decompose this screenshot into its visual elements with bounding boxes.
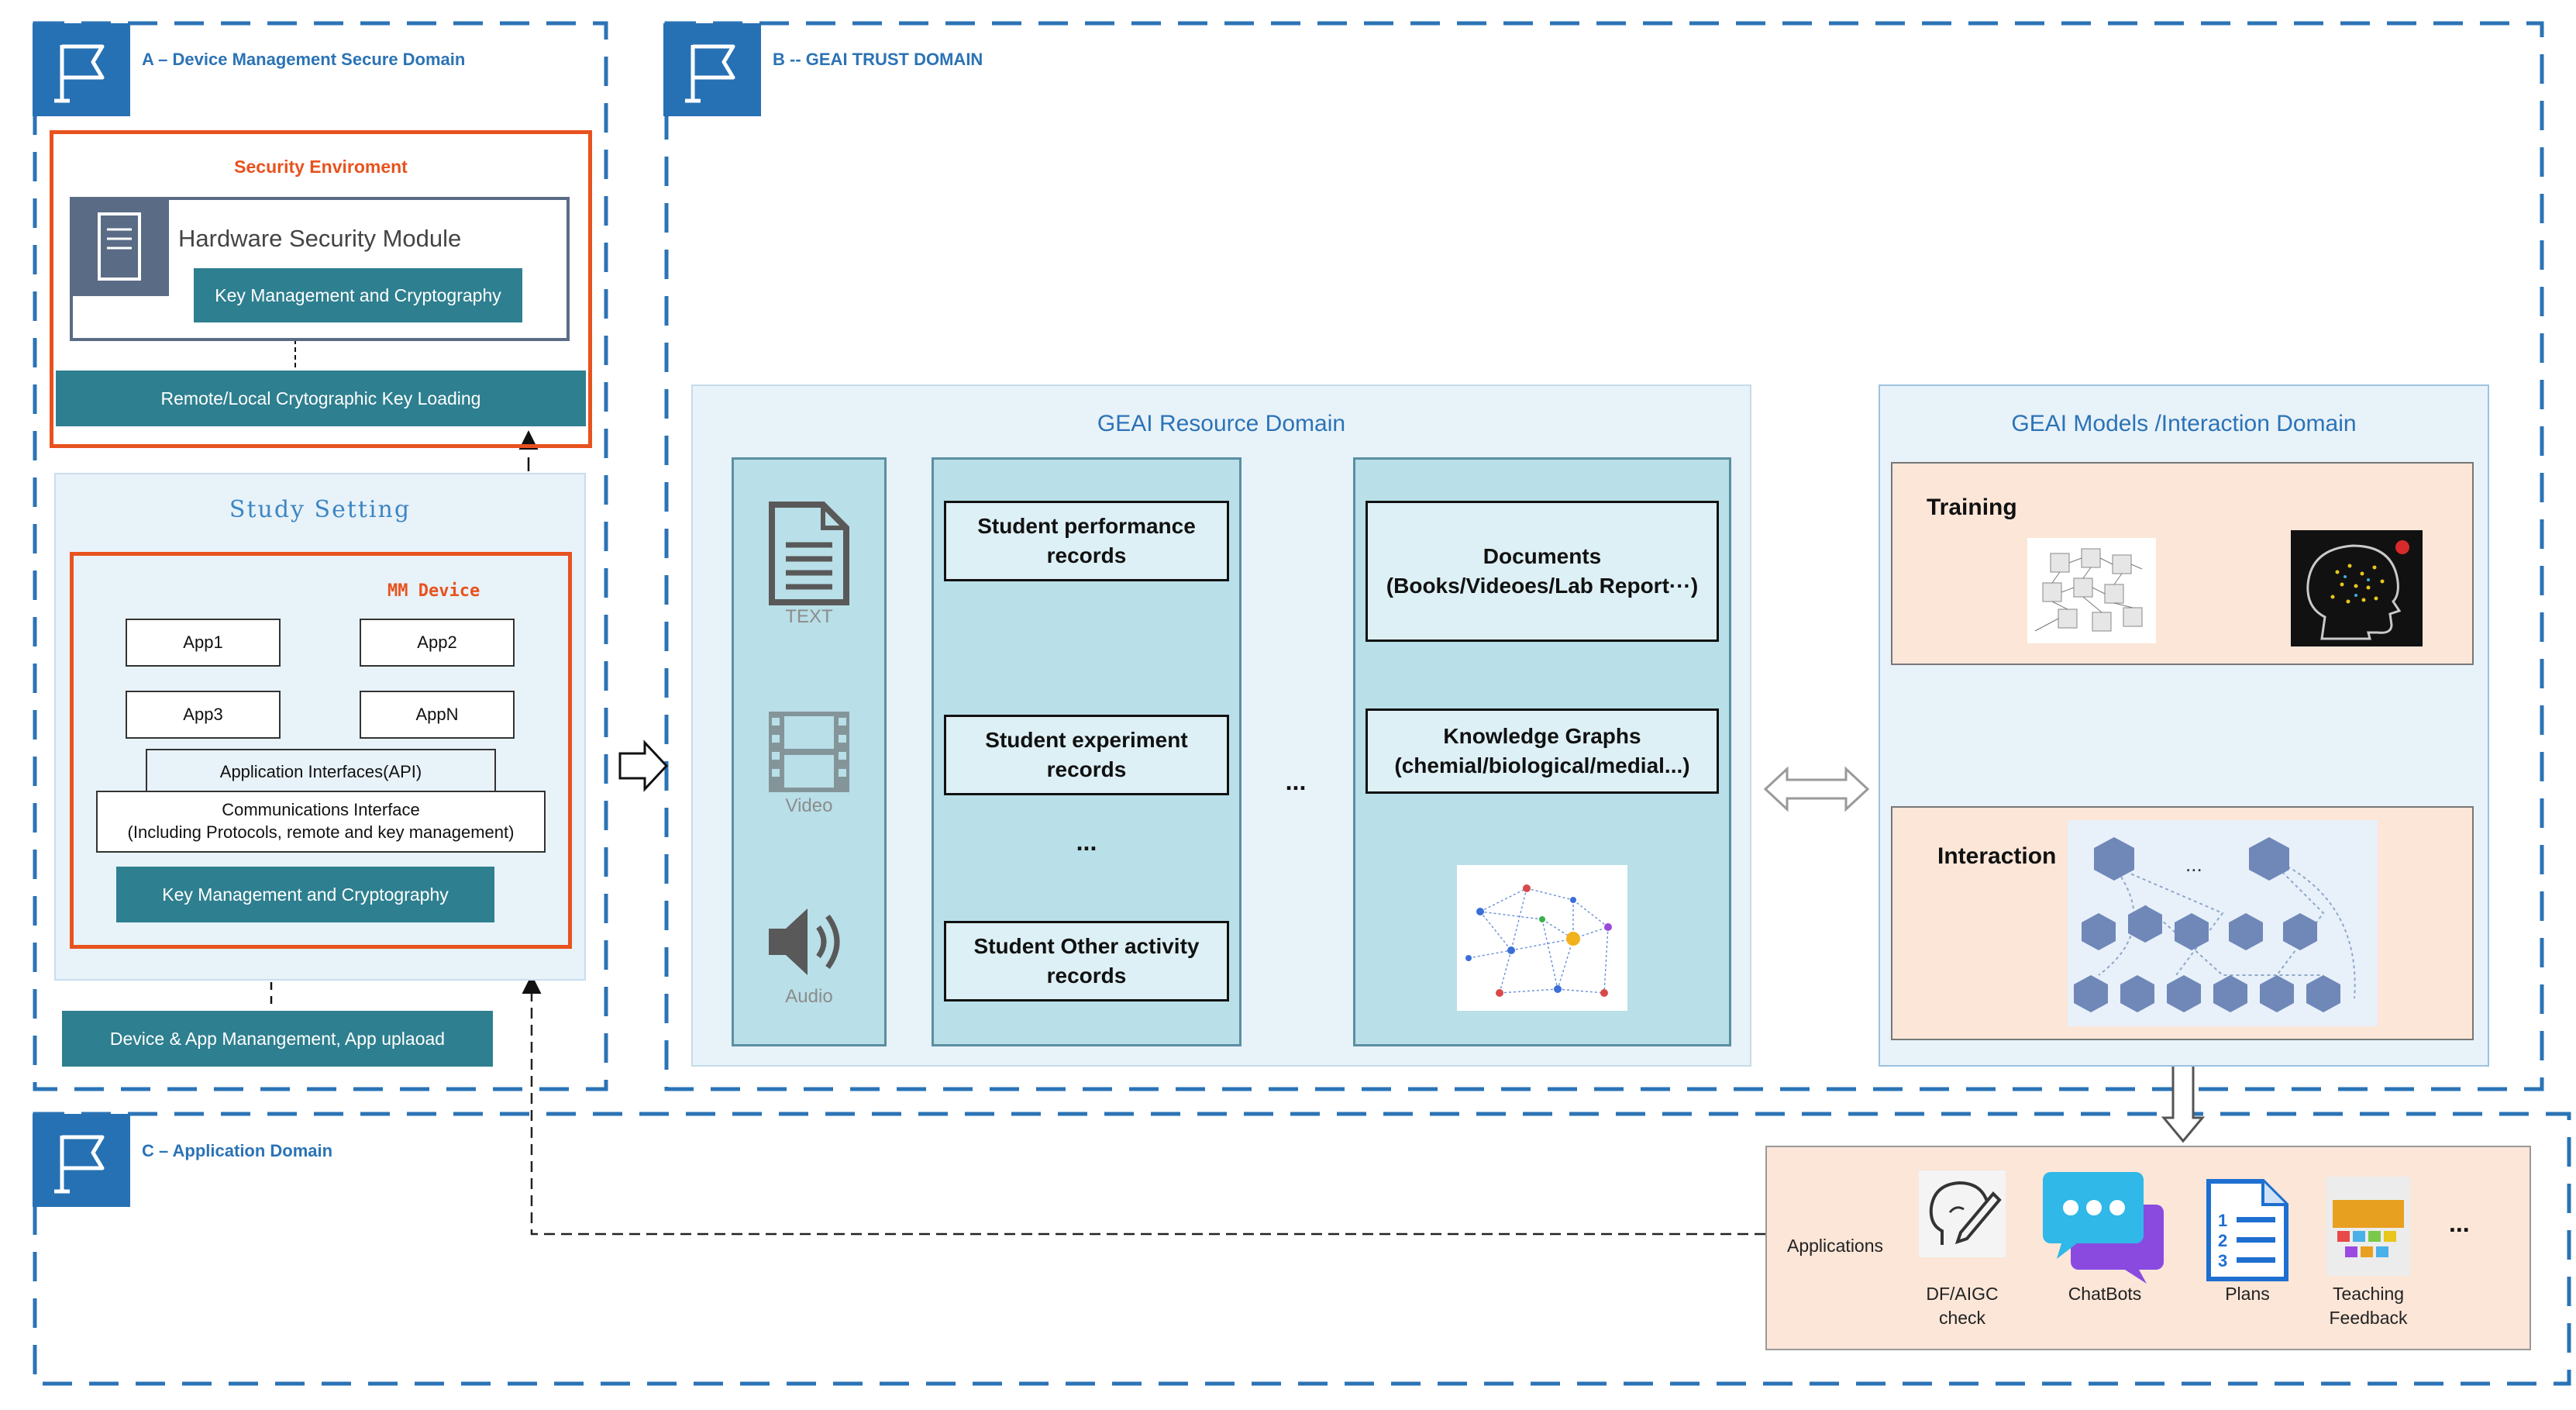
app-caption-line: ChatBots [2068, 1284, 2142, 1304]
documents-line: Documents [1483, 544, 1602, 569]
device-app-management: Device & App Manangement, App uplaoad [62, 1011, 493, 1067]
mm-device-title: MM Device [387, 581, 480, 601]
key-loading-bar: Remote/Local Crytographic Key Loading [56, 371, 586, 426]
middle-ellipsis: ... [1285, 767, 1307, 795]
interaction-label: Interaction [1937, 843, 2057, 869]
server-icon [70, 197, 169, 296]
svg-text:3: 3 [2218, 1251, 2227, 1270]
feedback-board-icon [2326, 1177, 2410, 1276]
interaction-network-icon: ... [2068, 820, 2378, 1026]
media-caption: Audio [785, 986, 833, 1007]
app-box: App1 [126, 619, 281, 667]
app-caption: DF/AIGC check [1899, 1282, 2026, 1330]
record-box: Student Other activity records [944, 921, 1229, 1001]
kg-line: (chemial/biological/medial...) [1394, 753, 1690, 777]
app-caption: Teaching Feedback [2305, 1282, 2432, 1330]
ai-head-icon [2291, 530, 2423, 646]
app-caption: Plans [2184, 1282, 2311, 1306]
security-environment [50, 130, 592, 448]
models-domain-title: GEAI Models /Interaction Domain [2011, 411, 2357, 436]
study-setting-title: Study Setting [229, 496, 412, 523]
comm-line-2: (Including Protocols, remote and key man… [127, 822, 515, 842]
device-key-management: Key Management and Cryptography [116, 867, 494, 922]
network-graph-icon [1457, 865, 1627, 1011]
domain-a-label: A – Device Management Secure Domain [142, 50, 466, 69]
communications-interface: Communications Interface (Including Prot… [96, 791, 546, 853]
app-box: App3 [126, 691, 281, 739]
kg-line: Knowledge Graphs [1443, 724, 1641, 749]
records-ellipsis: ... [1076, 828, 1097, 856]
record-line: records [1046, 757, 1127, 781]
hollow-right-arrow [618, 739, 669, 792]
app-caption-line: Feedback [2329, 1308, 2408, 1329]
app-box: AppN [360, 691, 515, 739]
domain-a-border [33, 21, 608, 1091]
interaction-ellipsis: ... [2185, 853, 2202, 876]
app-caption-line: DF/AIGC [1926, 1284, 1999, 1304]
flag-icon [33, 1114, 130, 1207]
record-box: Student performance records [944, 501, 1229, 581]
app-caption: ChatBots [2041, 1282, 2168, 1306]
domain-b-border [664, 21, 2544, 1091]
pen-head-icon [1919, 1170, 2006, 1257]
app-caption-line: check [1938, 1308, 1986, 1329]
applications-ellipsis: ... [2449, 1209, 2470, 1237]
chat-bubbles-icon [2038, 1169, 2170, 1285]
media-caption: TEXT [785, 606, 833, 627]
documents-box: Documents (Books/Videoes/Lab Report···) [1365, 501, 1719, 642]
svg-text:1: 1 [2218, 1211, 2227, 1230]
film-icon [763, 705, 856, 798]
app-caption-line: Plans [2225, 1284, 2270, 1304]
flag-icon [33, 23, 130, 116]
media-caption: Video [785, 795, 833, 816]
training-label: Training [1927, 495, 2017, 520]
knowledge-graph-box: Knowledge Graphs (chemial/biological/med… [1365, 708, 1719, 794]
flag-icon [663, 23, 761, 116]
applications-label: Applications [1787, 1236, 1884, 1256]
api-box: Application Interfaces(API) [146, 749, 496, 795]
document-icon [764, 500, 854, 608]
mm-device [70, 552, 572, 949]
record-line: Student Other activity [973, 934, 1200, 959]
app-caption-line: Teaching [2332, 1284, 2405, 1304]
documents-line: (Books/Videoes/Lab Report···) [1386, 574, 1699, 598]
security-environment-title: Security Enviroment [234, 157, 408, 177]
hsm-title: Hardware Security Module [178, 225, 462, 252]
domain-c-border [33, 1112, 2571, 1386]
comm-line-1: Communications Interface [222, 800, 420, 820]
record-box: Student experiment records [944, 715, 1229, 795]
speaker-icon [763, 899, 856, 984]
domain-c-label: C – Application Domain [142, 1141, 333, 1160]
hsm-key-management: Key Management and Cryptography [194, 268, 522, 322]
svg-text:2: 2 [2218, 1231, 2227, 1250]
record-line: Student performance [977, 514, 1196, 539]
resource-domain-title: GEAI Resource Domain [1097, 411, 1346, 436]
record-line: records [1046, 964, 1127, 988]
applications-feedback-path [522, 974, 1765, 1236]
record-line: records [1046, 543, 1127, 567]
record-line: Student experiment [985, 728, 1188, 753]
neural-cubes-icon [2027, 538, 2156, 643]
app-box: App2 [360, 619, 515, 667]
domain-b-label: B -- GEAI TRUST DOMAIN [773, 50, 983, 69]
hollow-double-arrow [1763, 766, 1870, 812]
